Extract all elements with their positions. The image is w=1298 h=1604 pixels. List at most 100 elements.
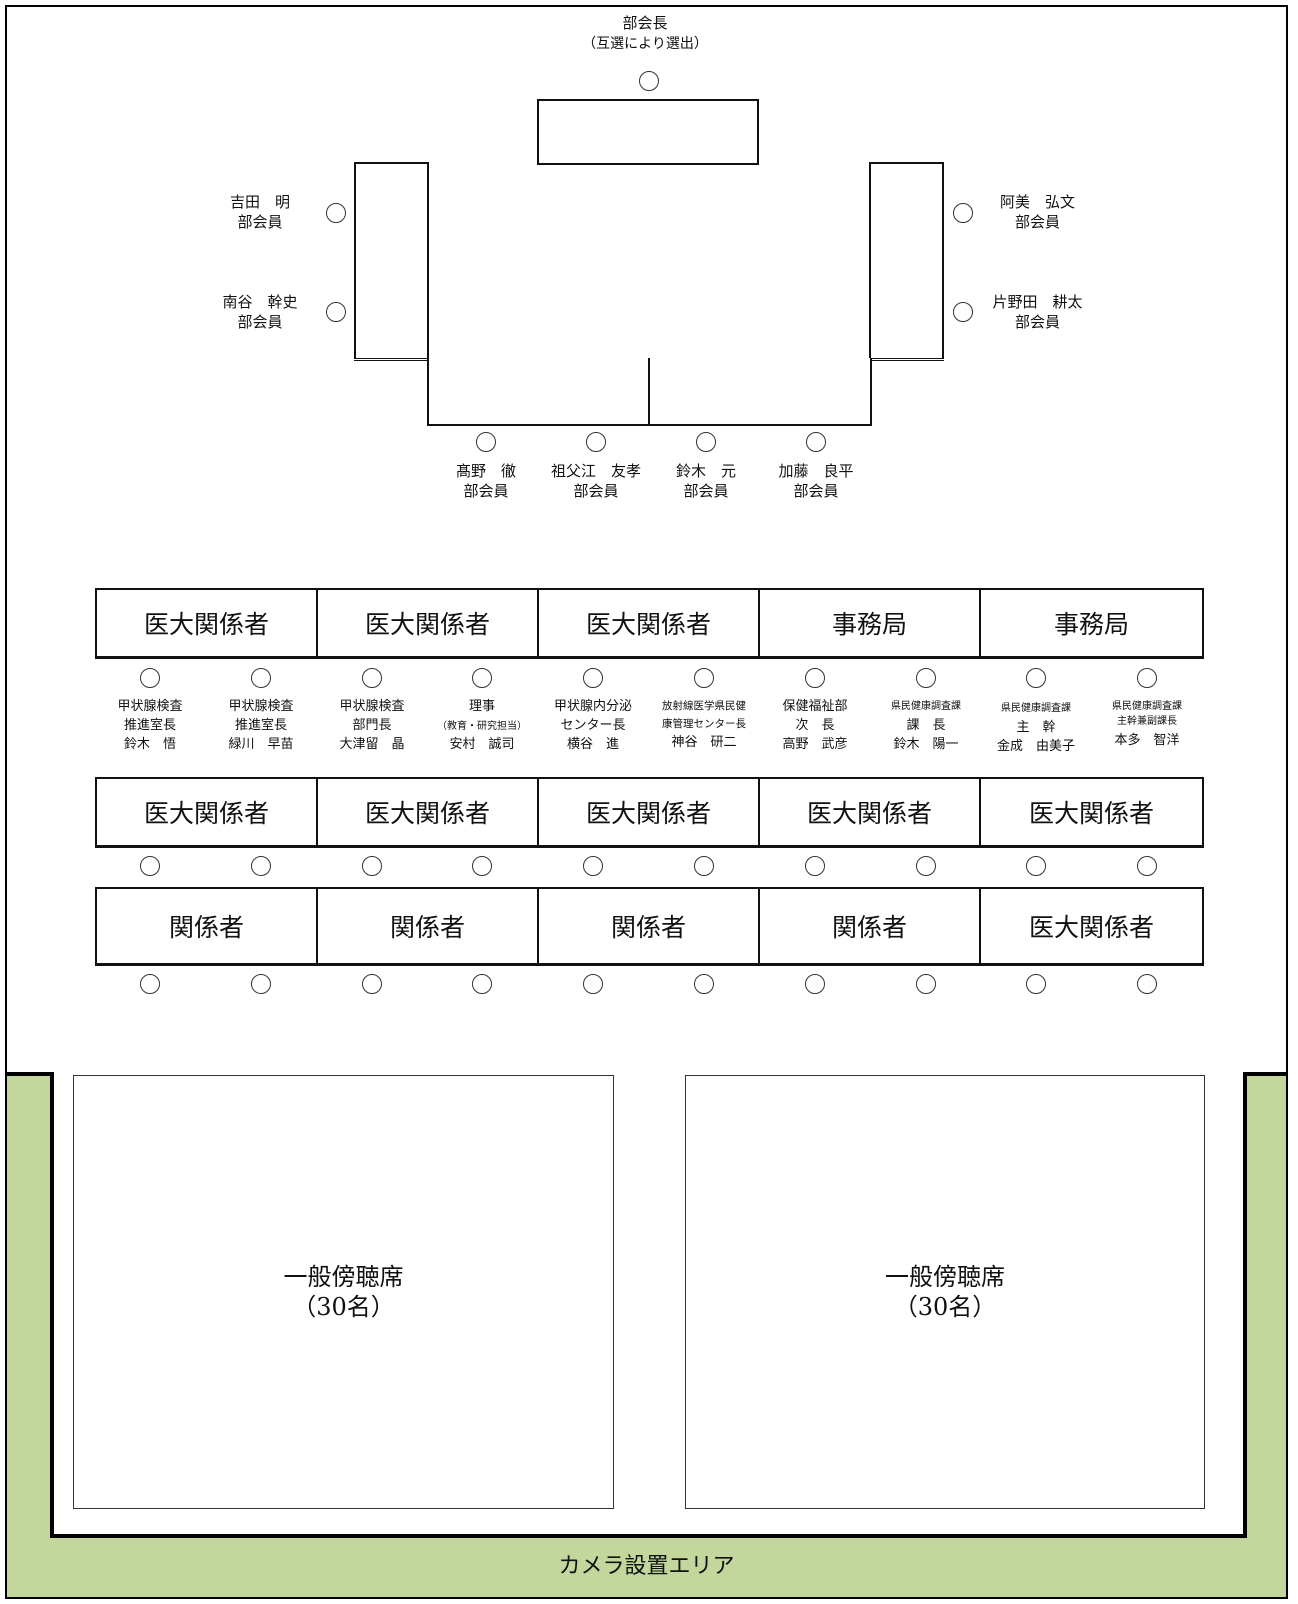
attendee-position: 主 幹 [1016,720,1056,735]
attendee-seat[interactable] [1137,856,1157,876]
table-label: 医大関係者 [539,779,760,845]
table-label: 医大関係者 [97,779,318,845]
attendee-seat[interactable] [140,668,160,688]
attendee-seat[interactable] [472,974,492,994]
attendee-seat[interactable] [583,856,603,876]
left-member-seat[interactable] [326,302,346,322]
attendee-seat[interactable] [583,974,603,994]
camera-area-edge-right [1243,1072,1288,1076]
attendee-title: 放射線医学県民健 [662,700,746,712]
attendee-seat[interactable] [251,856,271,876]
attendee-title: 甲状腺検査 [228,699,294,714]
bottom-member-name: 鈴木 元 [675,462,736,480]
attendee-seat[interactable] [472,856,492,876]
chair-title: 部会長 [622,14,668,32]
table-label: 関係者 [318,889,539,963]
attendee-position: 推進室長 [123,718,176,733]
attendee-title: 県民健康調査課 [891,701,961,712]
right-member-role: 部会員 [1014,213,1060,231]
left-member-role: 部会員 [237,313,283,331]
attendee-seat[interactable] [805,668,825,688]
bottom-member-seat[interactable] [806,432,826,452]
bottom-member-seat[interactable] [696,432,716,452]
gallery-capacity: （30名） [292,1293,395,1321]
table-label: 医大関係者 [318,590,539,656]
bottom-member-seat[interactable] [476,432,496,452]
attendee-name: 大津留 晶 [339,737,405,752]
bottom-member-name: 祖父江 友孝 [550,462,641,480]
bottom-member-name: 加藤 良平 [778,462,854,480]
right-member-name: 片野田 耕太 [992,293,1083,311]
table-row-1: 医大関係者 医大関係者 医大関係者 事務局 事務局 [95,588,1204,659]
attendee-seat[interactable] [1137,668,1157,688]
left-member-role: 部会員 [237,213,283,231]
attendee-seat[interactable] [805,856,825,876]
attendee-seat[interactable] [140,974,160,994]
attendee-position: 課 長 [906,718,946,733]
left-table [354,162,429,361]
attendee-seat[interactable] [1026,974,1046,994]
attendee-seat[interactable] [694,974,714,994]
attendee-seat[interactable] [694,856,714,876]
table-label: 医大関係者 [1028,913,1154,942]
table-label: 医大関係者 [318,779,539,845]
attendee-name: 金成 由美子 [996,739,1075,754]
attendee-title: 甲状腺内分泌 [553,699,632,714]
attendee-seat[interactable] [805,974,825,994]
attendee-title: 保健福祉部 [782,699,848,714]
bottom-member-seat[interactable] [586,432,606,452]
attendee-name: 鈴木 陽一 [893,737,959,752]
right-member-seat[interactable] [953,203,973,223]
attendee-name: 横谷 進 [566,737,619,752]
left-member-seat[interactable] [326,203,346,223]
bottom-member-role: 部会員 [793,482,839,500]
attendee-seat[interactable] [1026,668,1046,688]
attendee-seat[interactable] [251,668,271,688]
attendee-seat[interactable] [472,668,492,688]
attendee-position: 康管理センター長 [662,718,746,730]
bottom-member-role: 部会員 [683,482,729,500]
attendee-seat[interactable] [362,856,382,876]
camera-area-label: カメラ設置エリア [558,1554,735,1579]
attendee-name: 神谷 研二 [671,735,737,750]
attendee-position: 主幹兼副課長 [1117,716,1177,727]
attendee-seat[interactable] [694,668,714,688]
attendee-position: 部門長 [352,718,392,733]
attendee-title: 理事 [468,699,495,714]
attendee-seat[interactable] [362,668,382,688]
attendee-name: 鈴木 悟 [123,737,176,752]
attendee-seat[interactable] [140,856,160,876]
table-label: 医大関係者 [539,590,760,656]
right-table [869,162,944,361]
left-member-name: 南谷 幹史 [222,293,298,311]
attendee-seat[interactable] [251,974,271,994]
camera-area-edge-left [5,1072,54,1076]
bottom-member-name: 髙野 徹 [455,462,516,480]
table-label: 関係者 [539,889,760,963]
attendee-seat[interactable] [583,668,603,688]
table-label: 医大関係者 [760,779,981,845]
table-label: 医大関係者 [1028,799,1154,828]
attendee-title: 県民健康調査課 [1001,703,1071,714]
table-row-3: 関係者 関係者 関係者 関係者 医大関係者 [95,887,1204,966]
chair-note: （互選により選出） [582,36,708,52]
right-member-role: 部会員 [1014,313,1060,331]
attendee-name: 本多 智洋 [1114,733,1180,748]
attendee-name: 安村 誠司 [449,737,515,752]
table-row-2: 医大関係者 医大関係者 医大関係者 医大関係者 医大関係者 [95,777,1204,848]
attendee-seat[interactable] [916,668,936,688]
table-label: 事務局 [1053,610,1129,639]
attendee-seat[interactable] [1137,974,1157,994]
right-member-seat[interactable] [953,302,973,322]
bottom-member-role: 部会員 [463,482,509,500]
left-member-name: 吉田 明 [229,193,290,211]
chair-seat[interactable] [639,71,659,91]
public-gallery-right: 一般傍聴席 （30名） [685,1075,1205,1509]
public-gallery-left: 一般傍聴席 （30名） [73,1075,614,1509]
attendee-seat[interactable] [1026,856,1046,876]
table-label: 関係者 [97,889,318,963]
attendee-seat[interactable] [362,974,382,994]
attendee-seat[interactable] [916,856,936,876]
chair-table [537,99,759,165]
attendee-seat[interactable] [916,974,936,994]
